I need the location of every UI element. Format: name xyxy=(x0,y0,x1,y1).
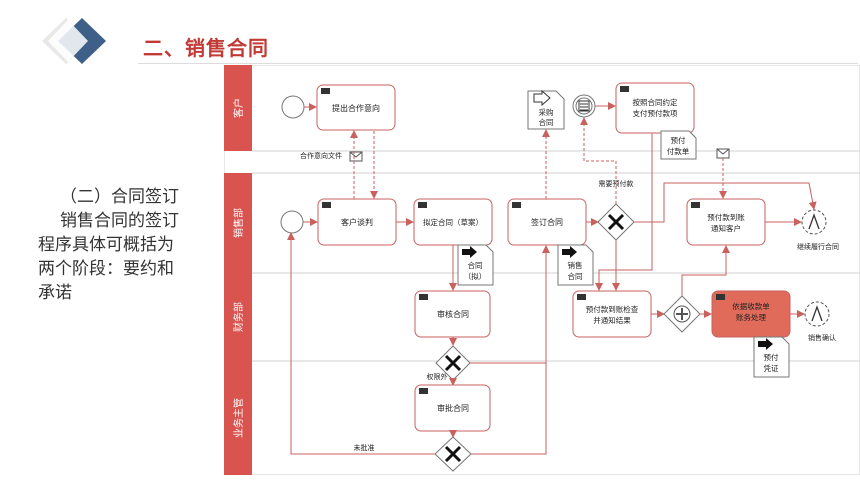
doc-label: 合同 xyxy=(468,260,483,270)
task-label: 按照合同约定 xyxy=(633,97,678,107)
intro-text: （二）合同签订 销售合同的签订 程序具体可概括为 两个阶段：要约和 承诺 xyxy=(38,185,213,305)
title-divider xyxy=(138,63,858,64)
doc-label: 合同 xyxy=(539,117,554,127)
page-title: 二、销售合同 xyxy=(143,36,269,60)
intro-line-2: 销售合同的签订 xyxy=(60,211,179,231)
label-intent-file: 合作意向文件 xyxy=(300,151,342,160)
document-draft-contract: 合同 （拟） xyxy=(457,244,494,286)
task-propose: 提出合作意向 xyxy=(316,84,396,131)
task-check-advance: 预付款到账检查 并通知结果 xyxy=(572,290,652,338)
lane-label-finance: 财务部 xyxy=(232,302,245,332)
document-sales-contract: 销售 合同 xyxy=(557,244,594,286)
task-negotiate: 客户谈判 xyxy=(317,198,397,246)
task-label: 通知客户 xyxy=(711,223,741,233)
lane-header-sales xyxy=(224,173,252,273)
task-label: 拟定合同（草案） xyxy=(423,217,483,227)
lane-header-supervisor xyxy=(224,361,252,475)
doc-label: （拟） xyxy=(464,271,487,281)
end-event-continue xyxy=(801,209,827,235)
lane-label-customer: 客户 xyxy=(232,98,245,118)
intro-line-4: 两个阶段：要约和 xyxy=(38,259,174,279)
bpmn-diagram: 客户 销售部 财务部 业务主管 提出合作意向 采购 合同 按照合同约定 支付预付… xyxy=(224,65,860,475)
doc-label: 采购 xyxy=(539,107,554,117)
exclusive-gateway-approval xyxy=(434,436,472,472)
task-label: 提出合作意向 xyxy=(332,103,380,113)
document-purchase-contract: 采购 合同 xyxy=(527,89,565,130)
doc-label: 销售 xyxy=(568,260,583,270)
end-event-confirm xyxy=(804,301,830,327)
intro-line-1: （二）合同签订 xyxy=(60,187,179,207)
label-continue-contract: 继续履行合同 xyxy=(797,242,839,251)
task-label: 依据收款单 xyxy=(732,301,770,311)
task-label: 客户谈判 xyxy=(341,217,373,227)
task-approve-contract: 审批合同 xyxy=(414,384,491,432)
task-label: 并通知结果 xyxy=(593,315,631,325)
task-label: 预付款到账检查 xyxy=(586,304,639,314)
lane-header-finance xyxy=(224,273,252,361)
parallel-gateway xyxy=(663,295,701,333)
task-pay-advance: 按照合同约定 支付预付款项 xyxy=(615,82,695,134)
task-label: 审核合同 xyxy=(437,309,469,319)
doc-label: 预付 xyxy=(764,352,779,362)
task-label: 账务处理 xyxy=(736,312,766,322)
task-label: 预付款到账 xyxy=(707,212,745,222)
start-event-sales xyxy=(280,210,304,234)
intro-line-3: 程序具体可概括为 xyxy=(38,235,174,255)
label-beyond-authority: 权限外 xyxy=(427,372,448,381)
lane-header-customer xyxy=(224,65,252,151)
label-sales-confirm: 销售确认 xyxy=(808,333,836,342)
lane-label-sales: 销售部 xyxy=(232,208,245,238)
task-draft-contract: 拟定合同（草案） xyxy=(413,198,493,246)
task-sign-contract: 签订合同 xyxy=(507,198,587,246)
task-label: 签订合同 xyxy=(531,217,563,227)
intermediate-message-event xyxy=(572,94,596,118)
task-label: 审批合同 xyxy=(437,403,469,413)
exclusive-gateway-authority xyxy=(435,345,471,381)
document-advance-voucher: 预付 凭证 xyxy=(753,336,790,378)
intro-line-5: 承诺 xyxy=(38,283,72,303)
label-not-approved: 未批准 xyxy=(354,443,375,452)
doc-label: 付款单 xyxy=(667,146,690,156)
document-advance-payment: 预付 付款单 xyxy=(660,130,697,160)
task-review-contract: 审核合同 xyxy=(414,290,491,338)
doc-label: 预付 xyxy=(671,135,686,145)
doc-label: 合同 xyxy=(568,271,583,281)
logo-mark xyxy=(42,18,106,64)
task-accounting: 依据收款单 账务处理 xyxy=(711,290,791,338)
start-event-customer xyxy=(281,95,305,119)
task-notify-customer: 预付款到账 通知客户 xyxy=(686,198,766,246)
lane-label-supervisor: 业务主管 xyxy=(232,398,245,438)
doc-label: 凭证 xyxy=(764,363,779,373)
task-label: 支付预付款项 xyxy=(633,108,678,118)
